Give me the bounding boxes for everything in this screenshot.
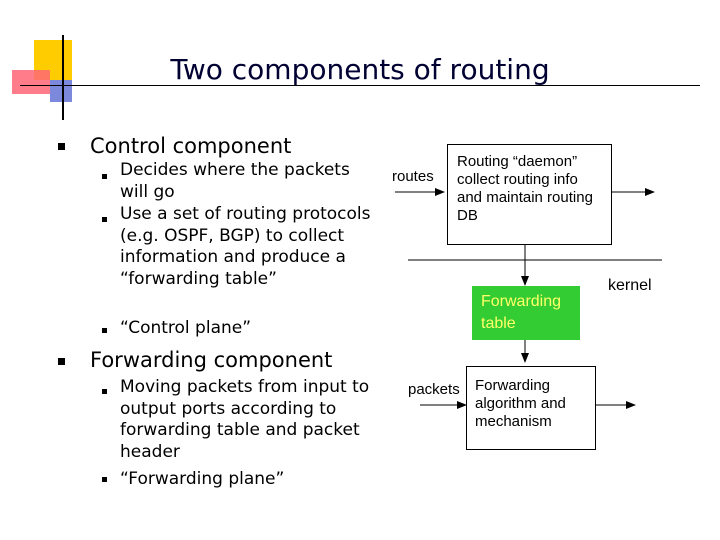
bullet-marker (58, 143, 65, 150)
deco-horizontal-line (20, 85, 700, 86)
sub-bullet-marker (102, 217, 107, 222)
forwarding-algorithm-box: Forwarding algorithm and mechanism (466, 366, 596, 450)
forwarding-table-text: Forwarding table (481, 293, 562, 332)
kernel-label: kernel (608, 277, 652, 294)
sub-bullet-protocols: Use a set of routing protocols (e.g. OSP… (120, 204, 371, 289)
sub-bullet-marker (102, 389, 107, 394)
sub-bullet-marker (102, 477, 107, 482)
sub-bullet-forwarding-plane: “Forwarding plane” (120, 469, 285, 489)
bullet-control-component: Control component (90, 134, 292, 158)
routing-daemon-box: Routing “daemon” collect routing info an… (447, 144, 612, 245)
routes-label: routes (392, 168, 434, 185)
forwarding-algorithm-text: Forwarding algorithm and mechanism (475, 377, 566, 430)
slide-title: Two components of routing (170, 53, 550, 86)
deco-pink-square (12, 70, 50, 94)
sub-bullet-moving-packets: Moving packets from input to output port… (120, 377, 370, 462)
deco-vertical-line (62, 35, 64, 120)
sub-bullet-marker (102, 328, 107, 333)
sub-bullet-marker (102, 174, 107, 179)
packets-label: packets (408, 381, 460, 398)
sub-bullet-decides: Decides where the packets will go (120, 160, 350, 202)
sub-bullet-control-plane: “Control plane” (120, 318, 252, 338)
bullet-forwarding-component: Forwarding component (90, 348, 333, 372)
routing-daemon-text: Routing “daemon” collect routing info an… (457, 153, 593, 224)
bullet-marker (58, 358, 65, 365)
forwarding-table-box: Forwarding table (472, 286, 580, 340)
